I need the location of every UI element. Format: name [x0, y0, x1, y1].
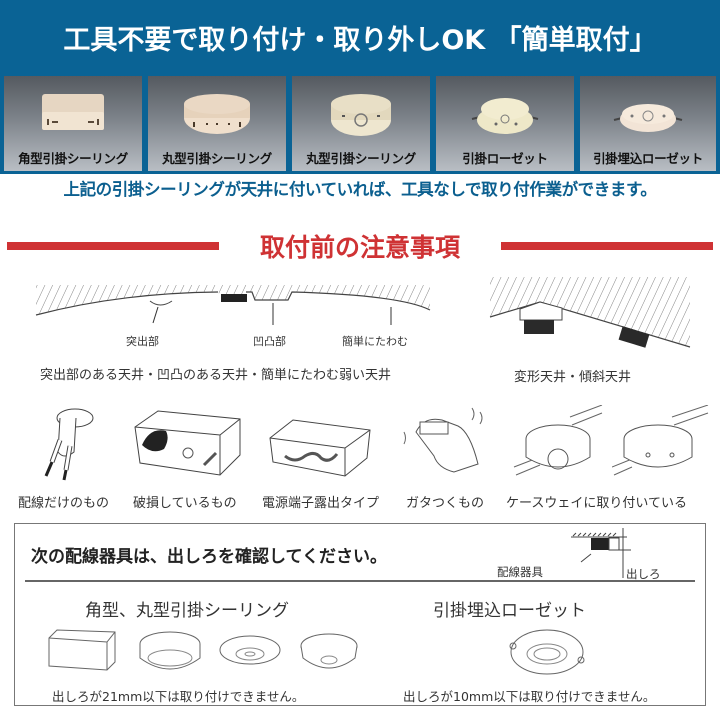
embedded-rosette-outline — [509, 629, 585, 675]
product-tiles: 角型引掛シーリング 丸型引掛シーリング 丸型引掛シーリング 引掛ローゼット — [0, 70, 720, 174]
tile-hook-rosette: 引掛ローゼット — [436, 76, 574, 174]
ceiling-hook-outlines — [48, 629, 358, 671]
tile-label: 引掛ローゼット — [462, 151, 548, 166]
margin-legend-icon — [571, 528, 631, 578]
group-title-ceiling: 角型、丸型引掛シーリング — [85, 601, 289, 621]
legend-margin-label: 出しろ — [626, 567, 661, 581]
tile-label: 丸型引掛シーリング — [306, 151, 416, 166]
caseway-round-alt-icon — [612, 405, 709, 476]
divider — [25, 580, 695, 582]
page-title: 工具不要で取り付け・取り外しOK 「簡単取付」 — [0, 0, 720, 70]
tile-round-ceiling: 丸型引掛シーリング — [148, 76, 286, 174]
group-title-embedded: 引掛埋込ローゼット — [433, 601, 586, 621]
hook-rosette-icon — [471, 98, 539, 134]
tile-embedded-rosette: 引掛埋込ローゼット — [580, 76, 716, 174]
embedded-rosette-icon — [613, 104, 683, 132]
sloped-ceiling-diagram — [489, 277, 691, 348]
label-protrusion: 突出部 — [126, 335, 159, 348]
ceiling-defects-diagram — [35, 285, 431, 325]
section-header: 取付前の注意事項 — [0, 226, 720, 266]
tile-label: 角型引掛シーリング — [18, 151, 128, 166]
exposed-terminal-icon — [269, 419, 371, 477]
caution-label: 電源端子露出タイプ — [262, 496, 380, 511]
tile-round-ceiling-alt: 丸型引掛シーリング — [292, 76, 430, 174]
caution-label: ガタつくもの — [406, 496, 485, 511]
section-title: 取付前の注意事項 — [259, 233, 460, 262]
margin-check-box: 次の配線器具は、出しろを確認してください。 配線器具 出しろ 角型、丸型引掛シー… — [14, 523, 706, 706]
check-box-title: 次の配線器具は、出しろを確認してください。 — [31, 547, 387, 567]
tile-label: 引掛埋込ローゼット — [593, 151, 703, 166]
caution-label: 配線だけのもの — [18, 496, 110, 511]
divider-bar — [7, 242, 219, 250]
ceiling-defects-caption: 突出部のある天井・凹凸のある天井・簡単にたわむ弱い天井 — [40, 368, 392, 383]
tile-square-ceiling: 角型引掛シーリング — [4, 76, 142, 174]
loose-device-icon — [403, 407, 483, 473]
group-note-embedded: 出しろが10mm以下は取り付けできません。 — [403, 689, 656, 704]
group-note-ceiling: 出しろが21mm以下は取り付けできません。 — [52, 689, 305, 704]
wiring-only-icon — [44, 408, 94, 481]
label-uneven: 凹凸部 — [253, 335, 286, 348]
sloped-ceiling-caption: 変形天井・傾斜天井 — [514, 370, 632, 385]
tile-label: 丸型引掛シーリング — [162, 151, 272, 166]
round-ceiling-hook-alt-icon — [331, 94, 391, 136]
caseway-round-icon — [513, 405, 603, 476]
caution-label: ケースウェイに取り付いている — [506, 496, 687, 511]
caution-label: 破損しているもの — [133, 496, 237, 511]
divider-bar — [501, 242, 713, 250]
legend-device-label: 配線器具 — [497, 565, 543, 579]
tool-free-note: 上記の引掛シーリングが天井に付いていれば、工具なしで取り付作業ができます。 — [63, 180, 657, 199]
round-ceiling-hook-icon — [184, 94, 250, 134]
square-ceiling-hook-icon — [42, 94, 104, 130]
label-sagging: 簡単にたわむ — [342, 335, 408, 348]
damaged-device-icon — [134, 410, 241, 476]
